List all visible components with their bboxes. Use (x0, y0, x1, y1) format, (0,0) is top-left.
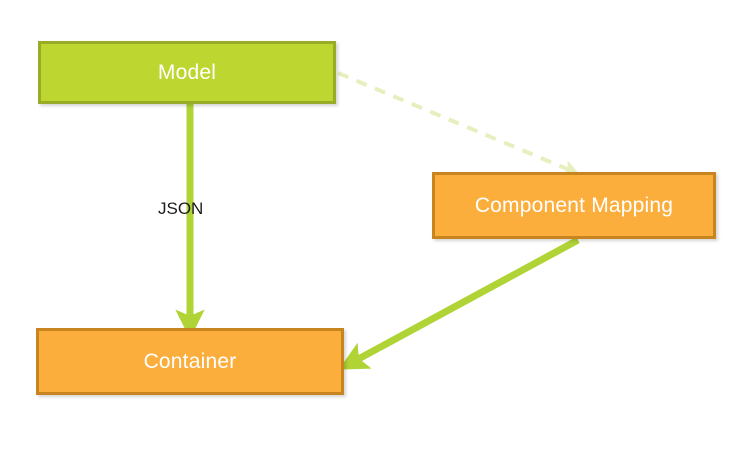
node-component-mapping-label: Component Mapping (474, 194, 674, 217)
node-container[interactable]: Container (36, 328, 344, 395)
edge-model-to-component-mapping (337, 71, 580, 176)
node-container-label: Container (143, 350, 237, 373)
edge-label-json: JSON (158, 199, 204, 218)
edge-component-mapping-to-container (338, 236, 580, 370)
node-model-label: Model (157, 61, 217, 84)
node-component-mapping[interactable]: Component Mapping (432, 172, 716, 239)
node-model[interactable]: Model (38, 41, 336, 104)
